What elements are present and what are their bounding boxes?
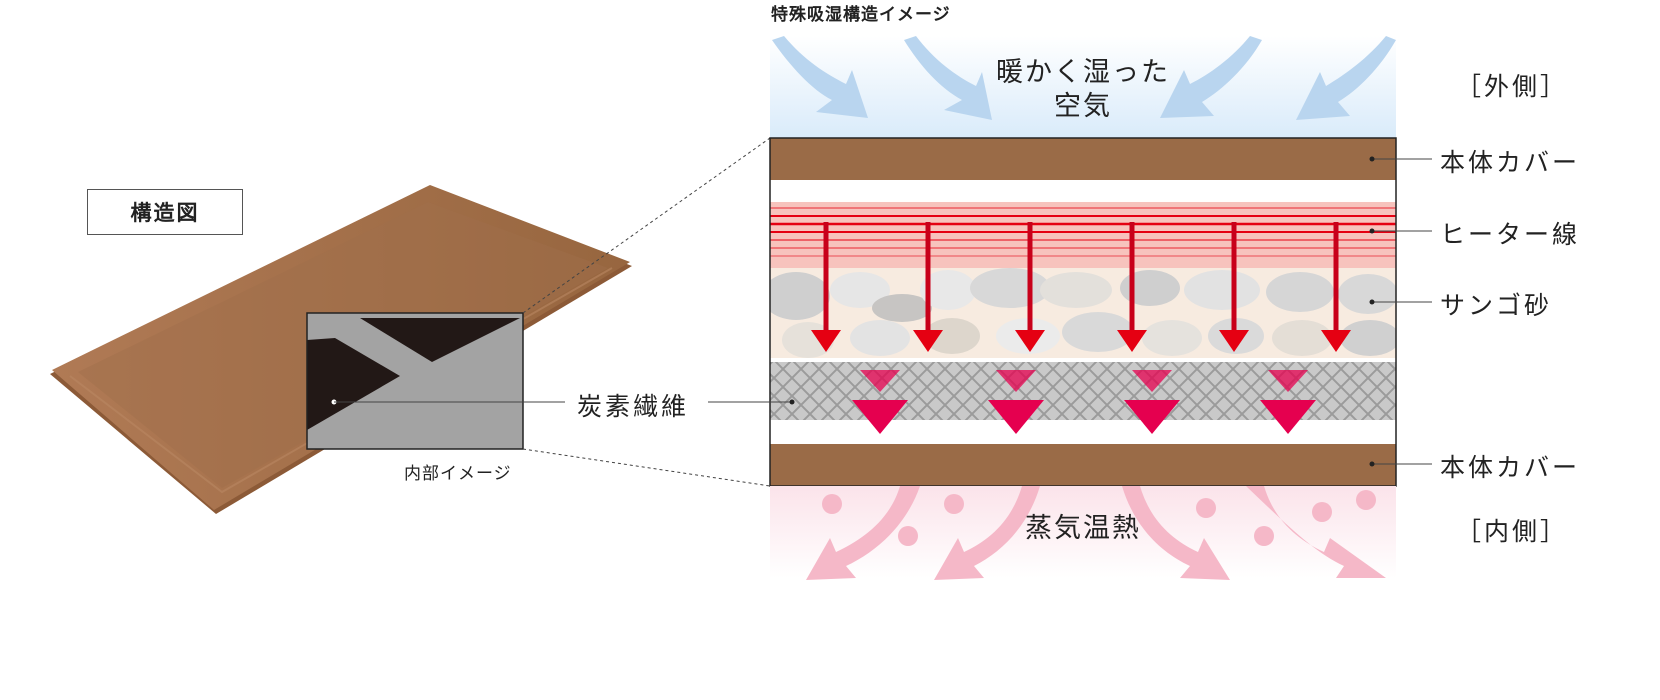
- inside-label: ［内側］: [1456, 517, 1569, 546]
- zoom-line-bottom: [522, 448, 771, 487]
- incoming-air-arrows: [772, 36, 1396, 120]
- cover-bottom-label: 本体カバー: [1440, 453, 1581, 482]
- section-heading: 特殊吸湿構造イメージ: [771, 5, 951, 25]
- cover-top-layer: [770, 138, 1396, 180]
- carbon-fiber-label: 炭素繊維: [577, 392, 690, 421]
- inner-image-inset: [306, 312, 565, 450]
- heater-layer: [770, 202, 1396, 268]
- heat-transfer-triangles: [852, 370, 1316, 434]
- outside-air-area: [770, 36, 1396, 138]
- zoom-line-top: [522, 137, 771, 314]
- outside-label: ［外側］: [1456, 72, 1569, 101]
- inner-image-label: 内部イメージ: [404, 464, 512, 484]
- bottom-steam-text: 蒸気温熱: [1025, 513, 1141, 544]
- cover-bottom-layer: [770, 444, 1396, 486]
- cover-top-label: 本体カバー: [1440, 148, 1581, 177]
- coral-sand-label: サンゴ砂: [1440, 291, 1553, 320]
- heat-arrows: [811, 222, 1351, 352]
- steam-arrows: [806, 486, 1386, 580]
- heater-label: ヒーター線: [1440, 220, 1581, 249]
- structure-label: 構造図: [87, 189, 243, 235]
- top-air-text: 暖かく湿った 空気: [996, 57, 1170, 122]
- leader-lines: [708, 158, 1432, 465]
